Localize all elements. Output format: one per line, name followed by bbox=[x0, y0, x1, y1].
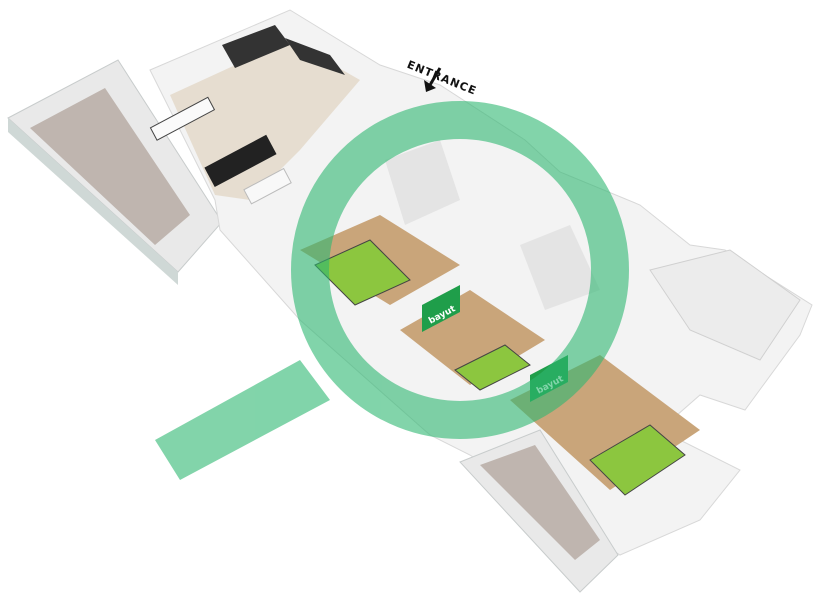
left-balcony bbox=[7, 59, 223, 285]
sofa bbox=[204, 134, 277, 188]
bayut-watermark-icon bbox=[155, 101, 629, 480]
kitchen bbox=[222, 25, 345, 75]
bed-1 bbox=[314, 239, 411, 306]
right-balcony bbox=[459, 429, 619, 593]
coffee-table bbox=[243, 167, 292, 205]
dining-table bbox=[149, 96, 216, 141]
entrance-arrow-icon bbox=[424, 67, 442, 92]
bed-3 bbox=[589, 424, 686, 496]
bed-2 bbox=[454, 344, 531, 391]
